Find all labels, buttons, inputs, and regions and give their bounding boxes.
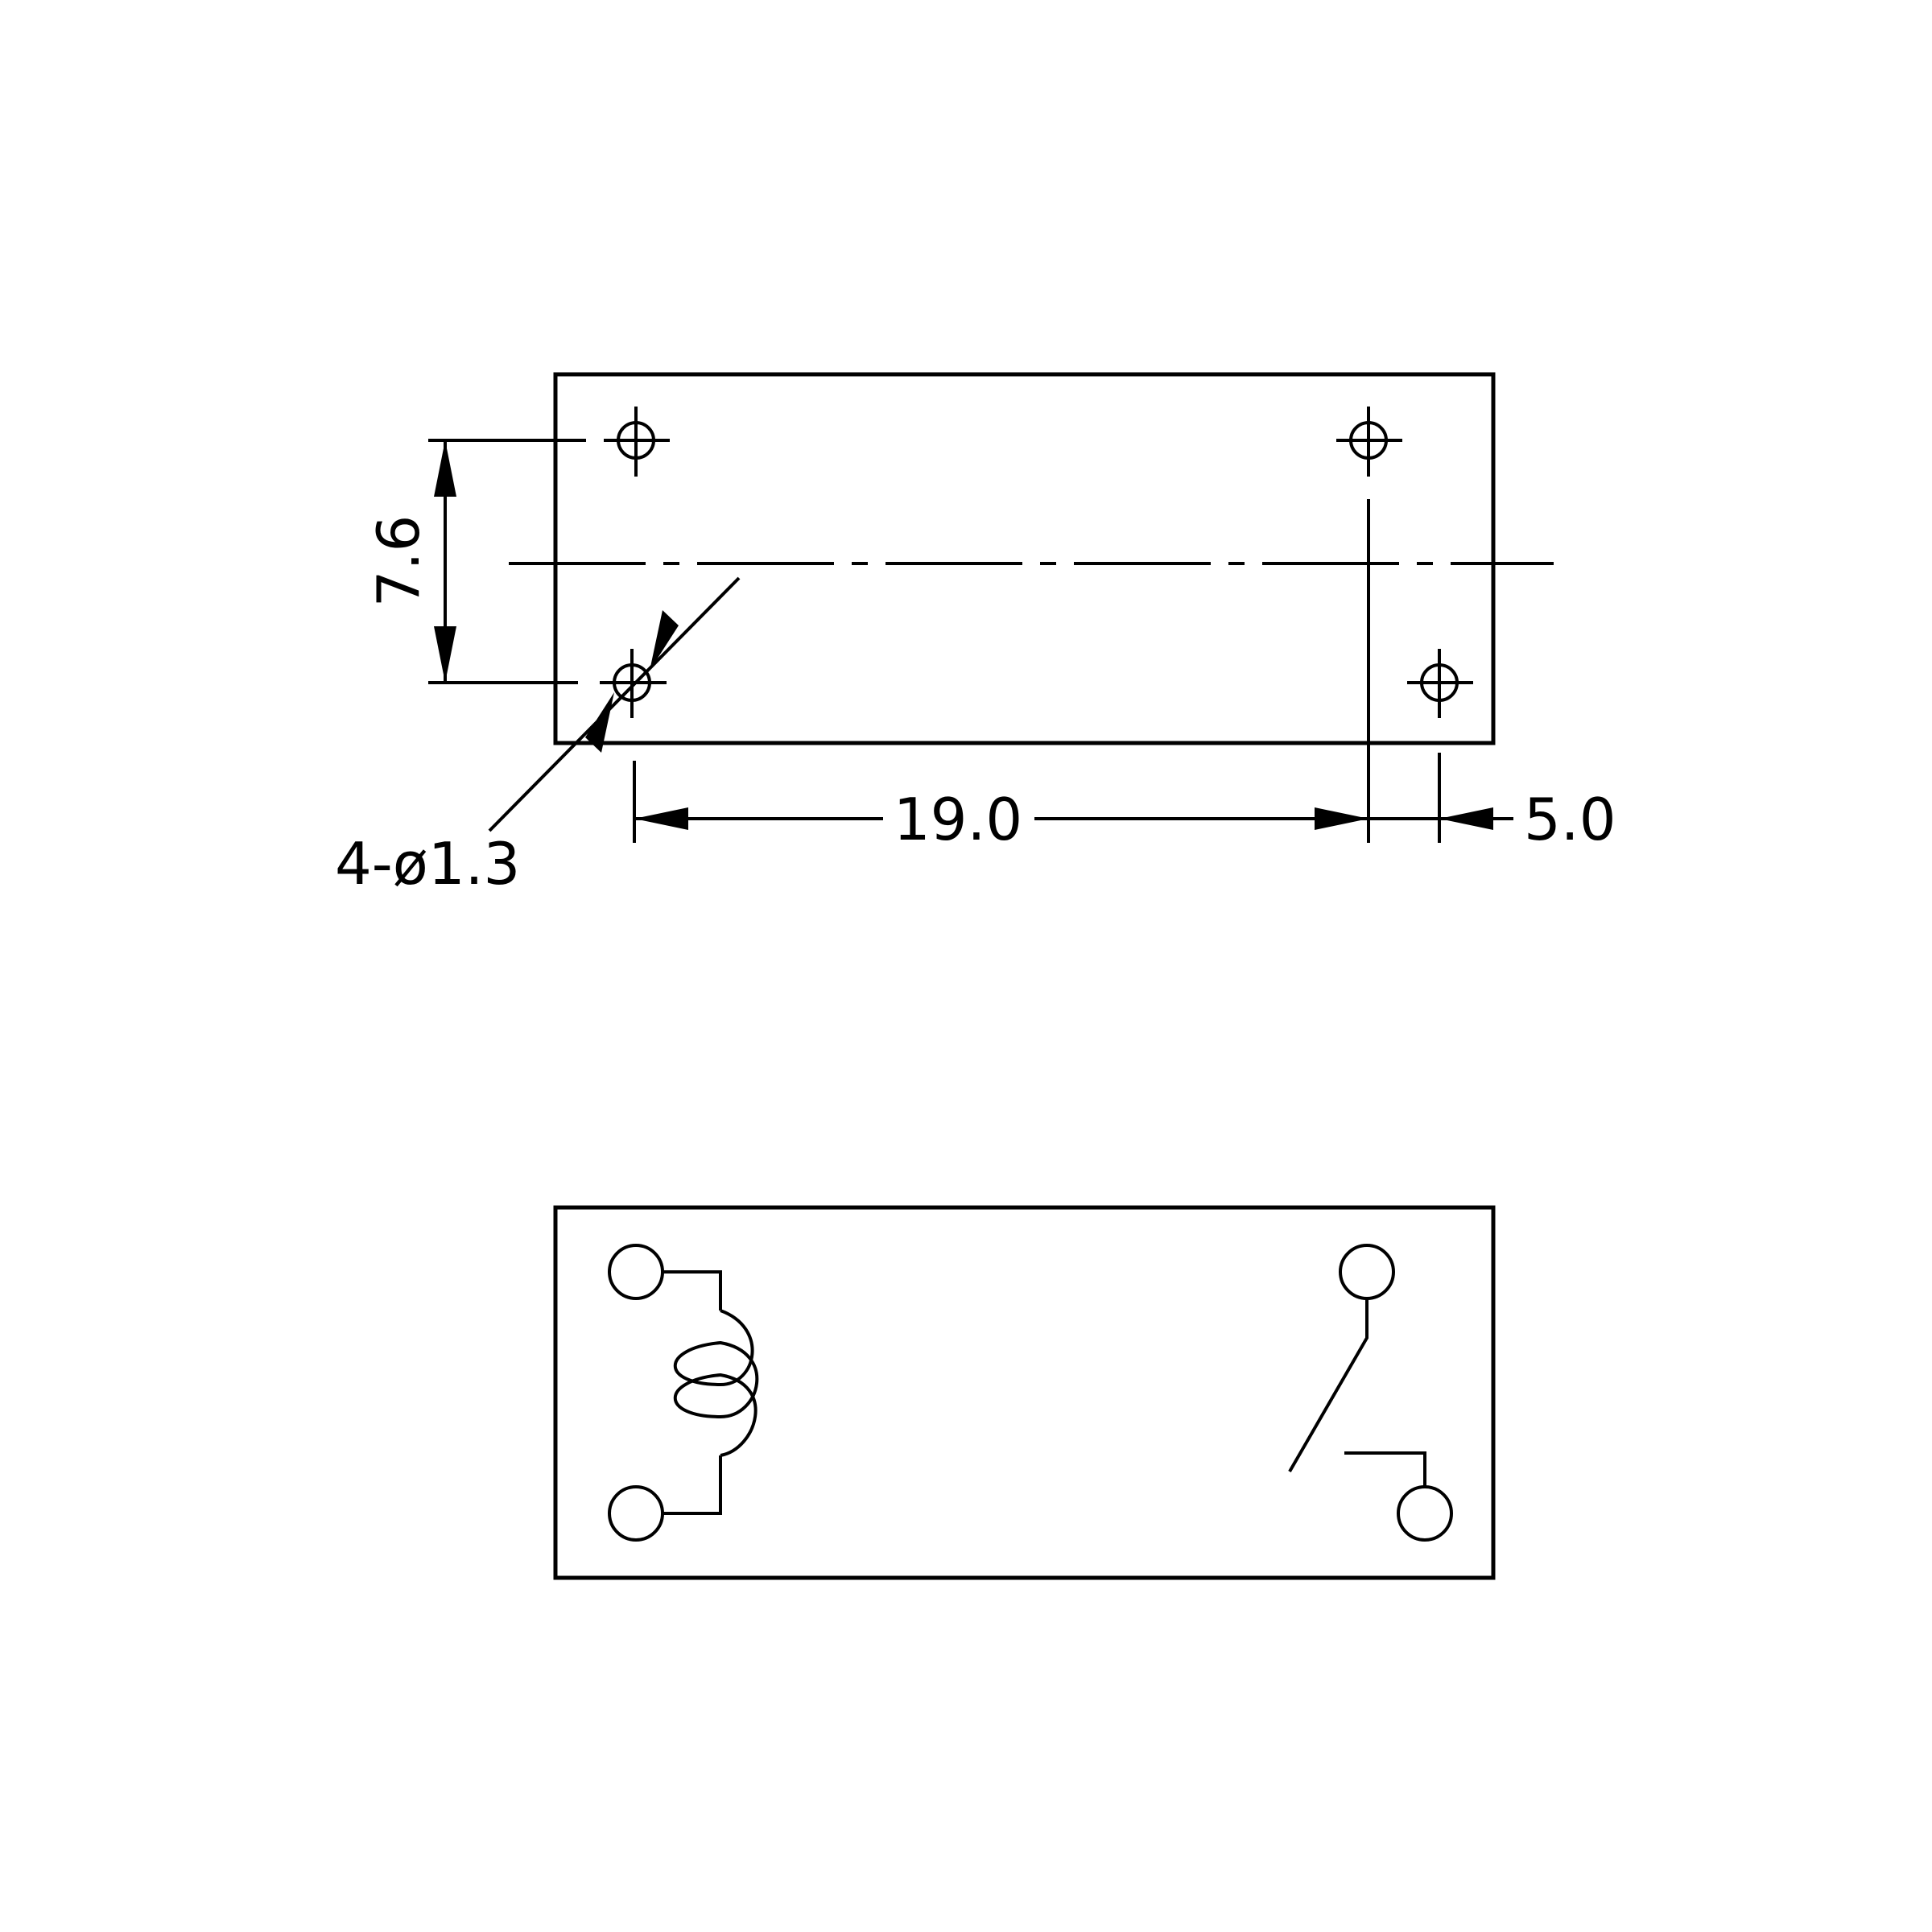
hole-top-right: [1336, 407, 1402, 477]
hole-bottom-left: [600, 649, 667, 718]
pin-switch-common: [1339, 1244, 1395, 1300]
coil-symbol: [663, 1270, 759, 1515]
dim-vertical-label: 7.6: [365, 515, 432, 608]
switch-symbol: [1288, 1298, 1426, 1487]
dim-vertical: 7.6: [365, 440, 456, 683]
hole-spec-leader: 4-ø1.3: [335, 576, 741, 898]
dim-horizontal-label: 19.0: [894, 786, 1022, 853]
dim-offset-label: 5.0: [1524, 786, 1616, 853]
dim-horizontal: 19.0: [634, 786, 1368, 853]
pin-coil-top: [608, 1244, 664, 1300]
footprint-view: 7.6 19.0 5.0 4-ø1.3: [335, 372, 1616, 898]
schematic-outline: [553, 1205, 1496, 1580]
footprint-outline: [553, 372, 1496, 745]
pin-switch-contact: [1397, 1485, 1453, 1542]
hole-spec-label: 4-ø1.3: [335, 830, 520, 898]
schematic-view: [553, 1205, 1496, 1580]
pin-coil-bottom: [608, 1485, 664, 1542]
dim-offset: 5.0: [1368, 786, 1616, 853]
hole-bottom-right: [1407, 649, 1473, 718]
hole-top-left: [604, 407, 670, 477]
